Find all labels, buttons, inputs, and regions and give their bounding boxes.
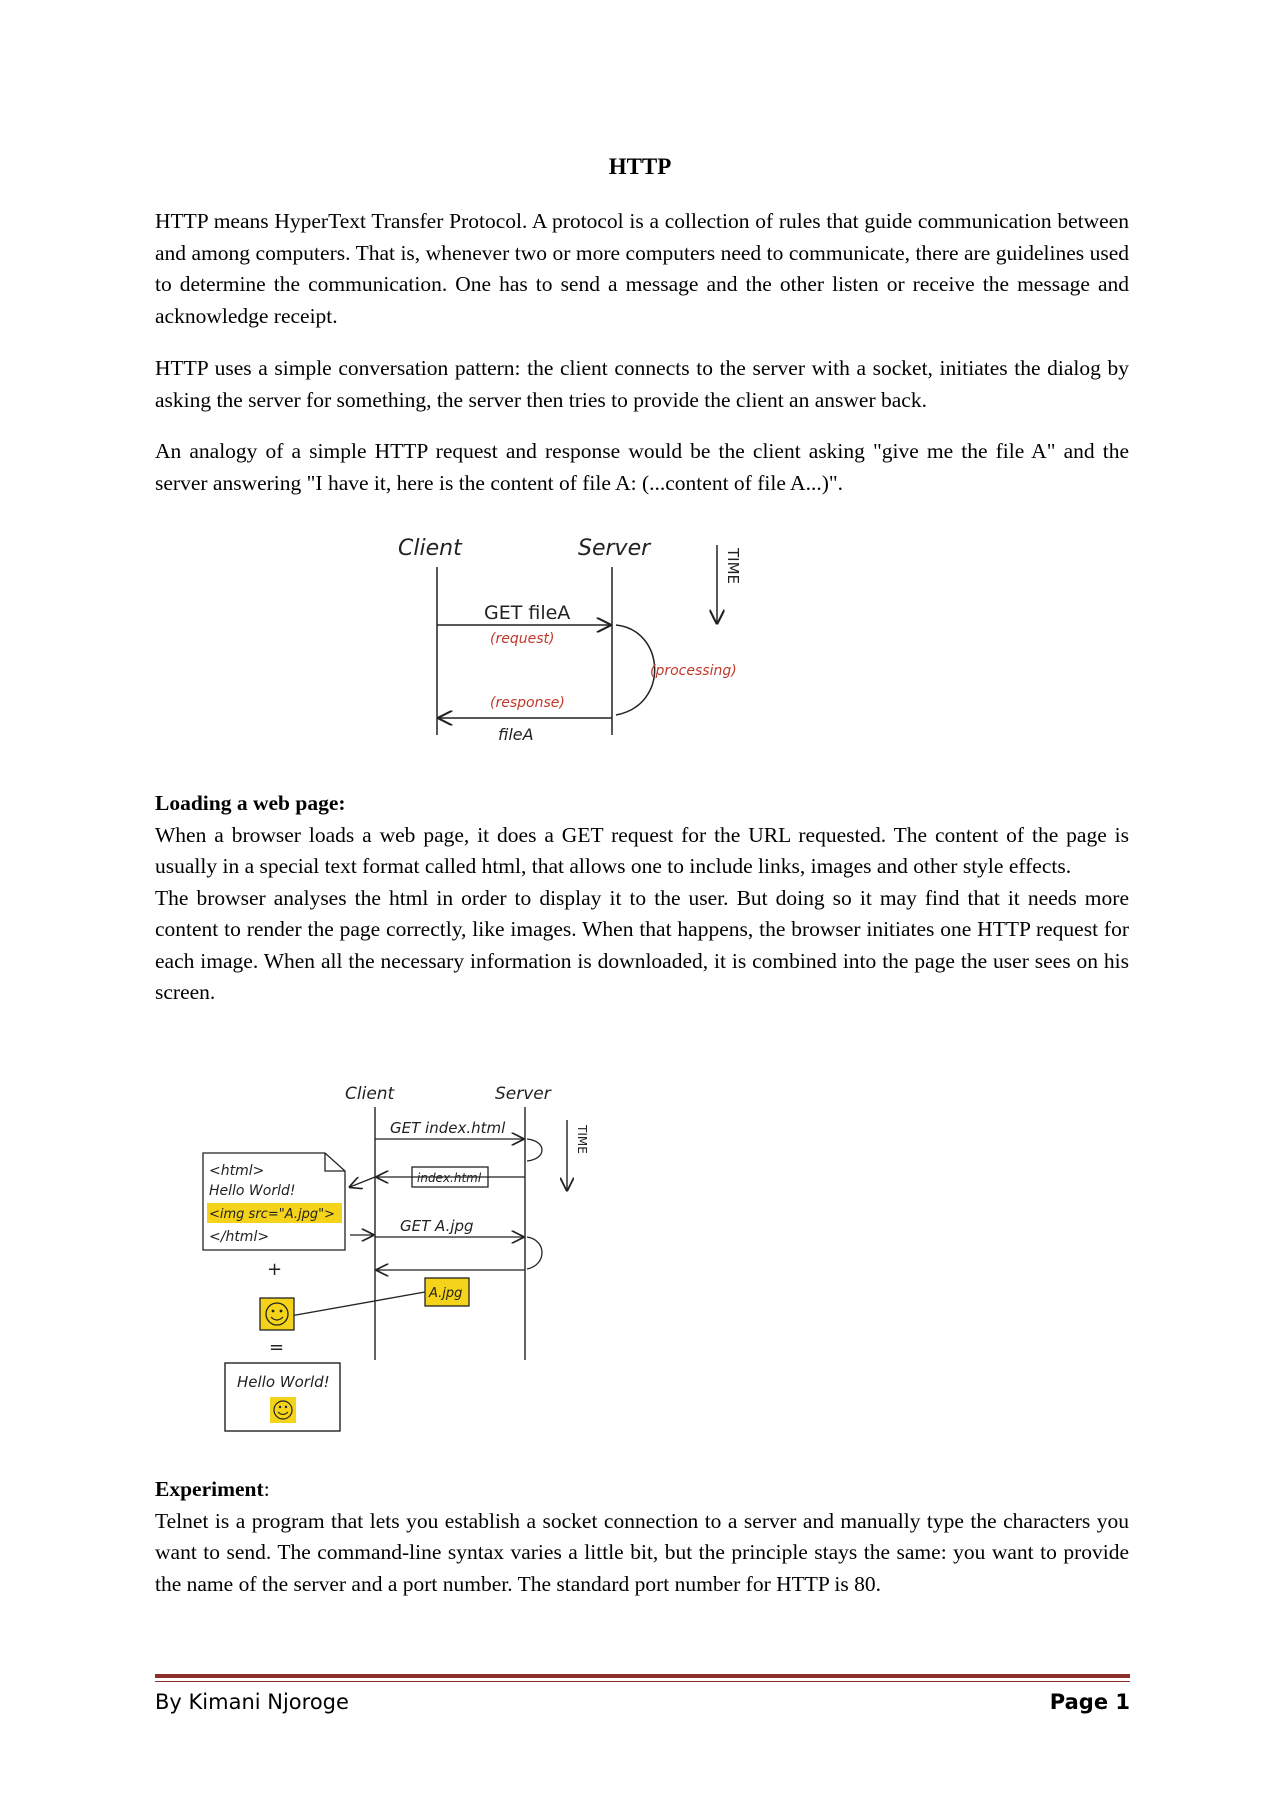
http-request-diagram: Client Server TIME GET fileA (request) (… [398, 536, 742, 744]
smiley-icon [273, 1400, 293, 1420]
diagram1-response-label: fileA [498, 725, 534, 744]
footer-page-number: Page 1 [1049, 1690, 1130, 1714]
diagram2-html-line-2: Hello World! [209, 1183, 296, 1199]
diagram2-result-text: Hello World! [237, 1373, 330, 1391]
loading-paragraph-1: When a browser loads a web page, it does… [155, 822, 1129, 879]
diagram1-server-label: Server [578, 536, 652, 561]
diagram2-to-html-arrow [350, 1176, 376, 1187]
diagram2-get-index-label: GET index.html [390, 1119, 506, 1137]
loading-paragraph-2: The browser analyses the html in order t… [155, 885, 1129, 1005]
diagram2-html-document [202, 1152, 346, 1251]
diagram1-request-label: GET fileA [484, 602, 570, 624]
diagram2-server-label: Server [495, 1084, 552, 1104]
experiment-section: Experiment: Telnet is a program that let… [155, 1474, 1129, 1600]
experiment-paragraph: Telnet is a program that lets you establ… [155, 1508, 1129, 1596]
diagram2-plus-sign: + [267, 1259, 282, 1280]
diagram1-processing-curve [615, 624, 656, 716]
diagram2-html-document-fold [324, 1153, 345, 1172]
diagram1-request-note: (request) [490, 631, 554, 647]
diagram1-response-note: (response) [490, 695, 565, 711]
diagram2-processing-curve-1 [526, 1138, 543, 1162]
diagram2-html-line-3: <img src="A.jpg"> [209, 1207, 335, 1222]
intro-paragraph-2: HTTP uses a simple conversation pattern:… [155, 356, 1129, 412]
diagram2-get-image-label: GET A.jpg [400, 1217, 474, 1235]
diagram2-html-line-4: </html> [209, 1229, 269, 1245]
diagram2-time-label: TIME [575, 1124, 589, 1154]
intro-paragraph-3: An analogy of a simple HTTP request and … [155, 439, 1129, 495]
diagram2-html-line-1: <html> [209, 1163, 264, 1179]
intro-paragraph-1: HTTP means HyperText Transfer Protocol. … [155, 209, 1129, 328]
diagram1-time-label: TIME [724, 547, 742, 584]
experiment-heading-colon: : [263, 1477, 270, 1501]
diagram2-index-file-label: index.html [417, 1171, 482, 1185]
footer-author: By Kimani Njoroge [155, 1690, 349, 1714]
loading-section: Loading a web page: When a browser loads… [155, 788, 1129, 1009]
diagram1-processing-note: (processing) [650, 663, 737, 679]
diagram2-to-image-arrow [279, 1291, 426, 1318]
diagram2-processing-curve-2 [526, 1236, 543, 1270]
diagram2-img-tag-highlight [207, 1203, 342, 1223]
experiment-heading: Experiment [155, 1477, 264, 1501]
page-title: HTTP [608, 154, 672, 179]
footer-rule-thick [155, 1674, 1130, 1678]
loading-heading: Loading a web page: [155, 791, 346, 815]
diagram2-image-file-label: A.jpg [428, 1286, 462, 1301]
diagram2-equals-sign: = [269, 1337, 284, 1358]
diagram2-client-label: Client [345, 1084, 396, 1104]
diagram1-client-label: Client [398, 536, 463, 561]
smiley-icon [265, 1302, 289, 1326]
web-page-loading-diagram: Client Server TIME GET index.html index.… [202, 1084, 589, 1432]
footer-rule-thin [155, 1681, 1130, 1682]
